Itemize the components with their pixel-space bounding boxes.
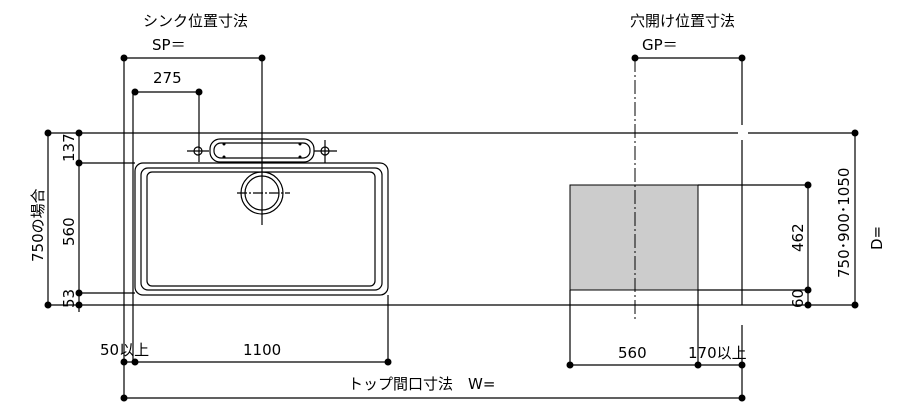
drain-icon bbox=[237, 171, 290, 215]
dimension-lines bbox=[47, 57, 856, 399]
faucet-hole-right bbox=[314, 140, 337, 163]
case-750-label: 750の場合 bbox=[29, 188, 47, 262]
countertop-outline bbox=[48, 132, 855, 306]
hole-position-title: 穴開け位置寸法 bbox=[630, 12, 735, 30]
sink-position-title: シンク位置寸法 bbox=[143, 12, 248, 30]
hole-width-label: 560 bbox=[618, 344, 647, 362]
depth-options-label: 750･900･1050 bbox=[835, 168, 853, 278]
bottom-margin-label: 53 bbox=[60, 289, 78, 308]
sink-depth-label: 560 bbox=[60, 217, 78, 246]
hole-position-label: GP＝ bbox=[642, 36, 678, 54]
sink-position-label: SP＝ bbox=[152, 36, 186, 54]
faucet-offset-label: 275 bbox=[153, 69, 182, 87]
cutout-area bbox=[569, 184, 699, 291]
depth-label: D= bbox=[868, 226, 886, 250]
right-margin-label: 170以上 bbox=[688, 344, 747, 362]
faucet-hole-left bbox=[187, 146, 209, 156]
dimension-dots bbox=[44, 54, 859, 402]
hole-depth-label: 462 bbox=[789, 223, 807, 252]
sink-width-label: 1100 bbox=[243, 341, 281, 359]
total-width-label: トップ間口寸法 W= bbox=[348, 375, 495, 393]
top-margin-label: 137 bbox=[60, 133, 78, 162]
hole-bottom-label: 60 bbox=[789, 289, 807, 308]
left-margin-label: 50以上 bbox=[100, 341, 149, 359]
